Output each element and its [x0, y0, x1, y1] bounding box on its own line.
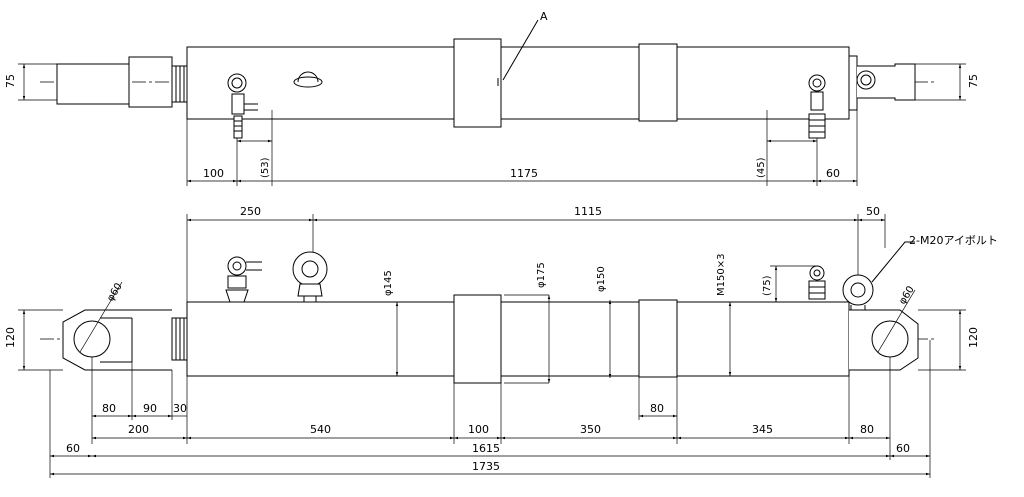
dim-top-75-right: 75	[967, 74, 980, 88]
section-a-label: A	[540, 10, 548, 23]
dim-1735: 1735	[472, 460, 500, 473]
dim-top-100: 100	[203, 167, 224, 180]
dim-60-right: 60	[896, 442, 910, 455]
dim-top-75-left: 75	[4, 74, 17, 88]
side-right-fitting	[808, 265, 826, 300]
dim-top-1175: 1175	[510, 167, 538, 180]
dim-80a: 80	[102, 402, 116, 415]
dim-350: 350	[580, 423, 601, 436]
top-right-end	[848, 55, 916, 111]
dim-120-right: 120	[967, 327, 980, 348]
dim-540: 540	[310, 423, 331, 436]
side-right-clevis	[849, 309, 919, 371]
dia-60-right-leader	[877, 289, 916, 353]
dim-1615: 1615	[472, 442, 500, 455]
dim-1115: 1115	[574, 205, 602, 218]
dia-60-left: φ60	[105, 281, 125, 303]
side-cylinder-band	[638, 299, 678, 378]
dim-50: 50	[866, 205, 880, 218]
dia-175: φ175	[536, 262, 547, 288]
dim-345: 345	[752, 423, 773, 436]
side-cylinder-rod-tube	[500, 301, 640, 377]
eyebolt-leader	[871, 241, 915, 283]
dim-80c: 80	[860, 423, 874, 436]
dim-top-60: 60	[826, 167, 840, 180]
dia-60-right: φ60	[897, 284, 917, 306]
dia-150: φ150	[596, 266, 607, 292]
thread-m150: M150×3	[716, 254, 727, 296]
dim-200: 200	[128, 423, 149, 436]
side-cylinder-tail	[676, 301, 850, 377]
top-cylinder-rod-tube	[500, 46, 640, 120]
dia-145: φ145	[383, 270, 394, 296]
dim-80b: 80	[650, 402, 664, 415]
side-left-clevis	[62, 309, 188, 371]
section-a-leader	[502, 19, 539, 81]
top-eyebolt-lug	[293, 71, 323, 88]
side-view	[18, 214, 966, 478]
top-left-rod-end	[56, 56, 188, 108]
dia-60-left-leader	[79, 281, 123, 353]
side-cylinder-body	[186, 301, 455, 377]
side-left-eyebolt	[292, 251, 328, 302]
dim-top-53: (53)	[260, 157, 271, 178]
side-left-fitting	[225, 256, 262, 303]
top-cylinder-collar	[453, 38, 502, 128]
dim-100: 100	[468, 423, 489, 436]
dim-120-left: 120	[4, 327, 17, 348]
top-view	[18, 19, 966, 186]
dim-90: 90	[143, 402, 157, 415]
side-cylinder-collar	[453, 294, 502, 384]
dim-30: 30	[173, 402, 187, 415]
dim-250: 250	[240, 205, 261, 218]
dim-top-45: (45)	[756, 157, 767, 178]
top-right-fitting	[808, 74, 826, 139]
top-cylinder-body	[186, 46, 455, 120]
top-left-fitting	[227, 73, 258, 139]
eyebolt-note: 2-M20アイボルト	[909, 234, 998, 247]
top-cylinder-band	[638, 43, 678, 122]
dim-75: (75)	[762, 275, 773, 296]
dim-60-left: 60	[66, 442, 80, 455]
